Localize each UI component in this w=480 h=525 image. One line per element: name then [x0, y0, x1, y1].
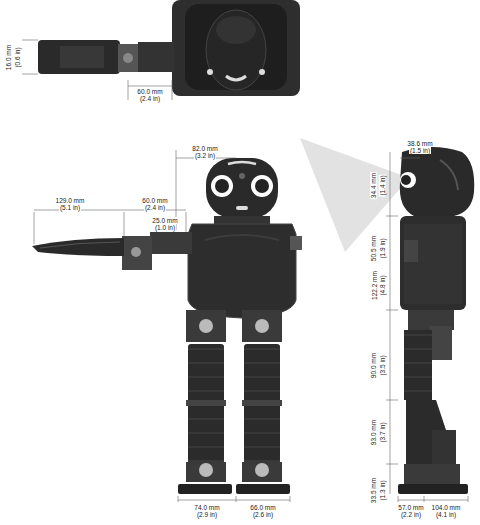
dimension-label: (3.5 in): [378, 354, 385, 376]
dimension-label: 74.0 mm: [193, 504, 220, 511]
dimension-label: 66.0 mm: [249, 504, 276, 511]
dimension-label: (2.2 in): [400, 511, 422, 518]
dimension-label: 104.0 mm: [431, 504, 462, 511]
dimension-label: (1.9 in): [378, 237, 385, 259]
dimension-label: (3.7 in): [378, 421, 385, 443]
dimension-label: (5.1 in): [59, 204, 81, 211]
dimension-label: (0.6 in): [13, 46, 20, 68]
dimension-label: 25.0 mm: [151, 217, 178, 224]
dimension-label: (2.4 in): [139, 95, 161, 102]
dimension-label: 34.4 mm: [370, 171, 377, 198]
dimension-label: 57.0 mm: [397, 504, 424, 511]
dimension-label: (3.2 in): [194, 152, 216, 159]
dimension-label: 16.0 mm: [6, 43, 13, 70]
dimension-label: 33.5 mm: [370, 476, 377, 503]
dimension-label: (2.4 in): [144, 204, 166, 211]
dimension-label: 60.0 mm: [136, 88, 163, 95]
dimension-label: (1.0 in): [154, 224, 176, 231]
dimension-label: (1.5 in): [409, 147, 431, 154]
dimension-label: 82.0 mm: [191, 145, 218, 152]
dimension-label: (1.4 in): [378, 174, 385, 196]
dimension-label: 129.0 mm: [55, 197, 86, 204]
dimension-label: (4.8 in): [378, 274, 385, 296]
dimension-label: (4.1 in): [435, 511, 457, 518]
dimension-label: (2.6 in): [252, 511, 274, 518]
dimension-label: (1.3 in): [378, 479, 385, 501]
dimension-label: 93.0 mm: [370, 418, 377, 445]
dimension-label: 122.2 mm: [371, 270, 378, 301]
dimension-label: 60.0 mm: [141, 197, 168, 204]
dimension-label: 90.0 mm: [370, 351, 377, 378]
dimension-label: 50.5 mm: [370, 234, 377, 261]
dimension-label: 38.6 mm: [406, 140, 433, 147]
dimension-label: (2.9 in): [196, 511, 218, 518]
